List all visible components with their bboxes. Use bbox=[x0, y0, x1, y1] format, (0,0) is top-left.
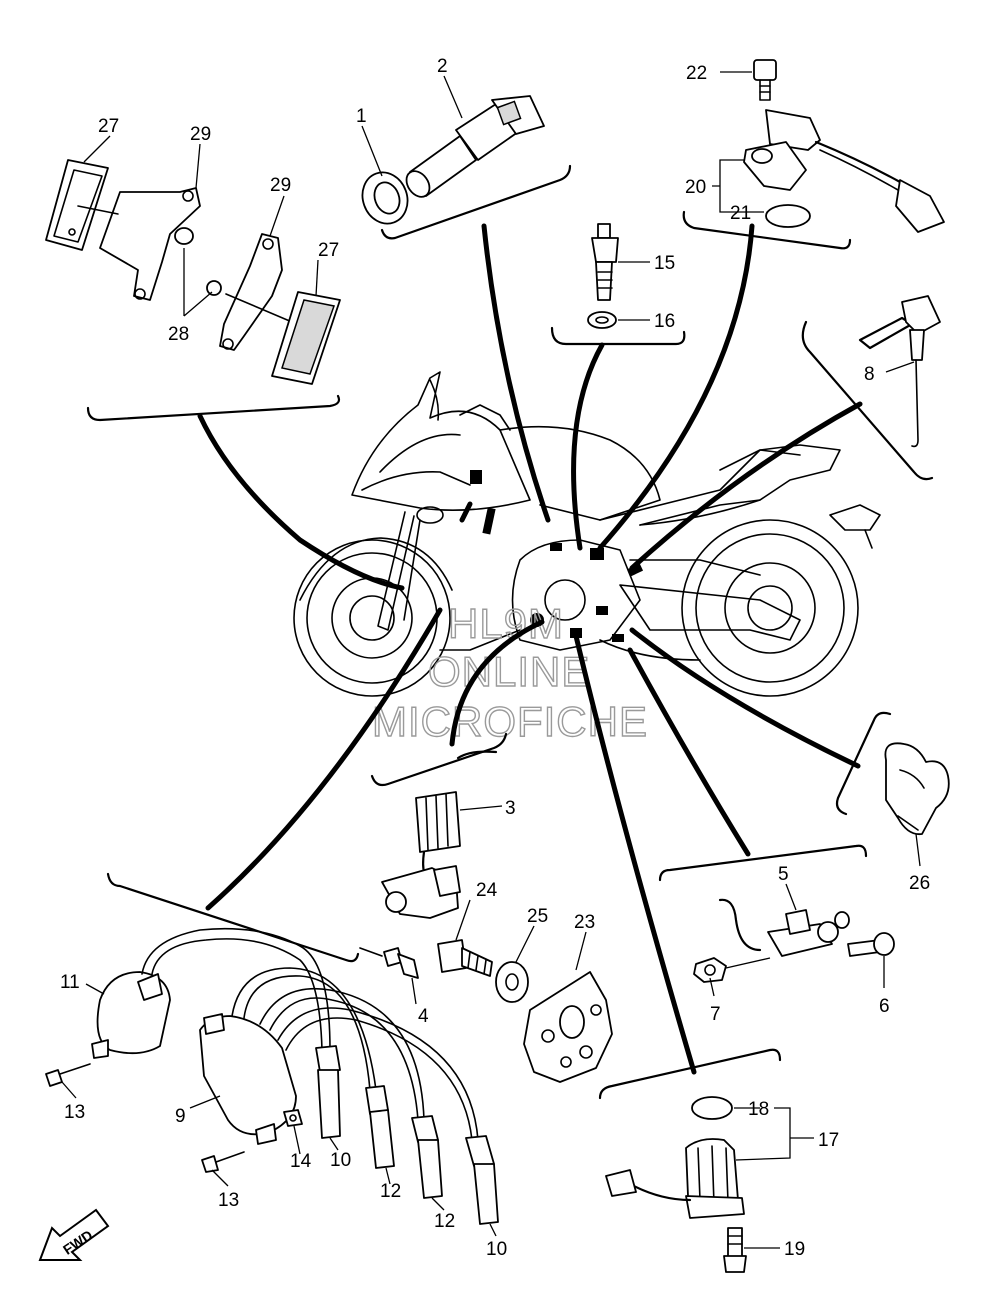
callout-13-a: 13 bbox=[64, 1102, 85, 1123]
part-29-bracket-a bbox=[77, 187, 201, 301]
callout-18: 18 bbox=[748, 1099, 769, 1120]
part-12-plug-cap-a bbox=[365, 1085, 395, 1169]
callout-21: 21 bbox=[730, 203, 751, 224]
callout-12-b: 12 bbox=[434, 1211, 455, 1232]
callout-7: 7 bbox=[710, 1004, 721, 1025]
callout-22: 22 bbox=[686, 63, 707, 84]
motorcycle-outline bbox=[293, 371, 881, 697]
callout-8: 8 bbox=[864, 364, 875, 385]
callout-28: 28 bbox=[168, 324, 189, 345]
part-2-temperature-sensor bbox=[405, 95, 545, 198]
part-15-switch bbox=[591, 223, 619, 301]
callout-29-b: 29 bbox=[270, 175, 291, 196]
part-1-gasket bbox=[361, 171, 409, 225]
callout-4: 4 bbox=[418, 1006, 429, 1027]
part-29-bracket-b bbox=[206, 233, 293, 351]
part-25-washer bbox=[495, 961, 529, 1003]
part-24-bolt bbox=[437, 939, 493, 977]
watermark: HL9M ONLINE MICROFICHE bbox=[371, 599, 648, 745]
part-6-bolt bbox=[847, 932, 895, 957]
part-10-plug-cap-b bbox=[465, 1135, 499, 1225]
ignition-cables bbox=[141, 927, 479, 1141]
callout-29-a: 29 bbox=[190, 124, 211, 145]
callout-12-a: 12 bbox=[380, 1181, 401, 1202]
callout-26: 26 bbox=[909, 873, 930, 894]
part-3-pickup-coil bbox=[381, 750, 498, 919]
part-21-o-ring bbox=[765, 204, 811, 228]
part-27-reflector-a bbox=[45, 159, 109, 251]
part-19-screw bbox=[723, 1227, 747, 1273]
part-9-ignition-coil bbox=[199, 1013, 297, 1145]
callout-6: 6 bbox=[879, 996, 890, 1017]
leader-lines bbox=[61, 71, 921, 1249]
callout-19: 19 bbox=[784, 1239, 805, 1260]
callout-10-b: 10 bbox=[486, 1239, 507, 1260]
watermark-line-3: MICROFICHE bbox=[372, 698, 648, 745]
callout-11: 11 bbox=[60, 972, 80, 993]
watermark-line-1: HL9M bbox=[448, 600, 564, 647]
part-13-screw-b bbox=[201, 1151, 245, 1173]
part-4-screw bbox=[359, 947, 419, 979]
part-26-protector bbox=[884, 742, 950, 836]
part-7-nut bbox=[693, 957, 771, 983]
callout-17: 17 bbox=[818, 1130, 839, 1151]
callout-1: 1 bbox=[356, 106, 367, 127]
part-8-sensor bbox=[858, 295, 941, 448]
lead-lines bbox=[197, 223, 863, 1075]
callout-2: 2 bbox=[437, 56, 448, 77]
callout-25: 25 bbox=[527, 906, 548, 927]
callout-13-b: 13 bbox=[218, 1190, 239, 1211]
callout-24: 24 bbox=[476, 880, 498, 901]
part-12-plug-cap-b bbox=[411, 1115, 443, 1199]
callout-14: 14 bbox=[290, 1151, 312, 1172]
callout-10-a: 10 bbox=[330, 1150, 351, 1171]
callout-15: 15 bbox=[654, 253, 675, 274]
watermark-line-2: ONLINE bbox=[428, 648, 590, 695]
callout-20: 20 bbox=[685, 177, 706, 198]
part-14-nut bbox=[283, 1109, 303, 1127]
callout-9: 9 bbox=[175, 1106, 186, 1127]
callout-3: 3 bbox=[505, 798, 516, 819]
callout-27-b: 27 bbox=[318, 240, 339, 261]
part-13-screw-a bbox=[45, 1063, 91, 1087]
group-frames bbox=[86, 164, 934, 1100]
callout-27-a: 27 bbox=[98, 116, 119, 137]
callout-23: 23 bbox=[574, 912, 595, 933]
callout-numbers: 1 2 3 4 5 6 7 8 9 10 10 11 12 12 13 13 1… bbox=[60, 56, 930, 1260]
part-10-plug-cap-a bbox=[315, 1045, 341, 1139]
part-20-speed-sensor bbox=[743, 109, 945, 233]
callout-5: 5 bbox=[778, 864, 789, 885]
part-16-washer bbox=[587, 311, 617, 329]
callout-16: 16 bbox=[654, 311, 675, 332]
part-5-sensor bbox=[718, 898, 850, 957]
part-27-reflector-b bbox=[271, 291, 341, 385]
part-23-rotor-plate bbox=[523, 971, 613, 1083]
part-22-bolt bbox=[753, 59, 777, 101]
part-18-o-ring bbox=[691, 1096, 733, 1120]
part-17-sender-unit bbox=[605, 1138, 745, 1219]
fwd-arrow-icon: FWD bbox=[38, 1208, 110, 1261]
part-11-ignition-coil bbox=[91, 971, 171, 1059]
